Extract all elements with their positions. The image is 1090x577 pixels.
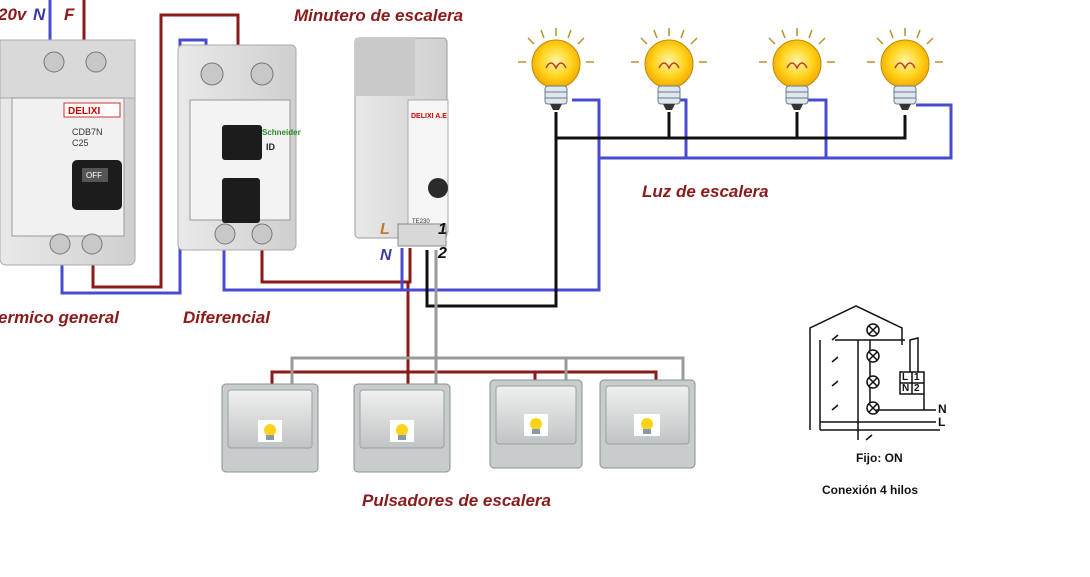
- lightbulb-icon: [759, 28, 835, 110]
- neutral-wire-lamp3: [806, 98, 828, 158]
- timer-terminal-2: 2: [438, 245, 447, 262]
- circuit-breaker: DELIXI CDB7N C25 OFF: [0, 39, 136, 266]
- phase-wire-buttons: [270, 282, 410, 385]
- timer-title: Minutero de escalera: [294, 6, 464, 25]
- differential-switch: Schneider ID: [177, 44, 301, 251]
- push-button-icon: [221, 383, 319, 473]
- supply-voltage-label: 20v: [0, 5, 27, 24]
- lamp-wire-from-timer: [425, 115, 907, 308]
- neutral-wire-lamp-bus: [599, 103, 953, 160]
- staircase-timer: DELIXI A.E TE230: [354, 37, 449, 247]
- phase-label: F: [64, 5, 75, 24]
- button-wire-bus: [436, 356, 685, 390]
- neutral-label: N: [33, 5, 46, 24]
- schematic-terminal-2: 2: [914, 383, 920, 394]
- lightbulb-icon: [518, 28, 594, 110]
- schematic-l-label: L: [938, 415, 946, 429]
- rcd-brand: Schneider: [262, 128, 301, 137]
- timer-terminal-l: L: [380, 221, 390, 238]
- push-button-icon: [353, 383, 451, 473]
- lightbulb-icon: [867, 28, 943, 110]
- lamps: [518, 28, 943, 110]
- phase-wire-breaker-to-rcd: [91, 13, 240, 289]
- phase-wires: [82, 0, 658, 392]
- breaker-rating: C25: [72, 138, 89, 148]
- connection-label: Conexión 4 hilos: [822, 483, 919, 497]
- schematic-house-outline: [809, 305, 903, 430]
- differential-label: Diferencial: [183, 308, 270, 327]
- button-wires: [290, 250, 685, 392]
- rcd-toggle: [222, 178, 260, 223]
- neutral-wire-lamp2: [676, 98, 688, 158]
- timer-terminal-1: 1: [438, 221, 447, 238]
- rcd-model: ID: [266, 142, 276, 152]
- breaker-model: CDB7N: [72, 127, 103, 137]
- schematic-n-label: N: [938, 402, 947, 416]
- schematic-terminal-1: 1: [914, 372, 920, 383]
- timer-knob: [428, 178, 448, 198]
- breaker-label: ermico general: [0, 308, 119, 327]
- breaker-brand: DELIXI: [68, 106, 100, 117]
- breaker-switch-state: OFF: [86, 171, 102, 180]
- fixed-mode-label: Fijo: ON: [856, 451, 903, 465]
- wiring-schematic: [809, 305, 940, 441]
- push-buttons: [221, 379, 696, 473]
- phase-wire-rcd-to-timer: [260, 245, 412, 284]
- push-buttons-label: Pulsadores de escalera: [362, 491, 552, 510]
- stair-light-label: Luz de escalera: [642, 182, 769, 201]
- timer-brand: DELIXI A.E: [411, 113, 447, 120]
- lightbulb-icon: [631, 28, 707, 110]
- lamp-wires: [425, 112, 907, 308]
- timer-terminal-n: N: [380, 247, 392, 264]
- schematic-terminal-l: L: [902, 372, 909, 383]
- push-button-icon: [489, 379, 583, 469]
- breaker-toggle: [72, 160, 122, 210]
- schematic-terminal-n: N: [902, 383, 910, 394]
- timer-model: TE230: [412, 219, 430, 225]
- neutral-wire-to-lamps: [224, 98, 601, 292]
- button-wire-from-timer: [290, 250, 438, 392]
- push-button-icon: [599, 379, 696, 469]
